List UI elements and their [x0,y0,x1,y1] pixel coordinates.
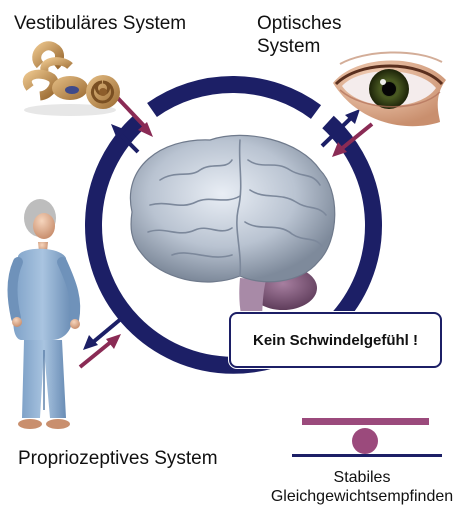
arrow-vestibular-out [111,124,140,154]
elderly-person-icon [7,199,81,429]
optic-system-label: Optisches System [257,12,341,58]
callout-text: Kein Schwindelgefühl ! [252,331,418,349]
arrow-proprio-in [78,334,121,369]
stable-label-line1: Stabiles [333,469,391,486]
brain-icon [129,134,336,335]
optic-label-line1: Optisches [257,13,342,34]
eye-icon [333,51,446,127]
no-dizziness-callout: Kein Schwindelgefühl ! [229,312,442,368]
vestibular-system-label: Vestibuläres System [14,13,187,34]
arrow-optic-in [332,122,374,157]
optic-label-line2: System [257,36,321,57]
proprioceptive-system-label: Propriozeptives System [18,448,218,469]
inner-ear-icon [23,41,120,116]
arrow-optic-out [320,109,360,148]
stable-balance-label: Stabiles Gleichgewichtsempfinden [262,468,462,506]
stable-label-line2: Gleichgewichtsempfinden [270,488,454,505]
arrow-proprio-out [83,316,124,350]
balance-icon [292,418,442,457]
